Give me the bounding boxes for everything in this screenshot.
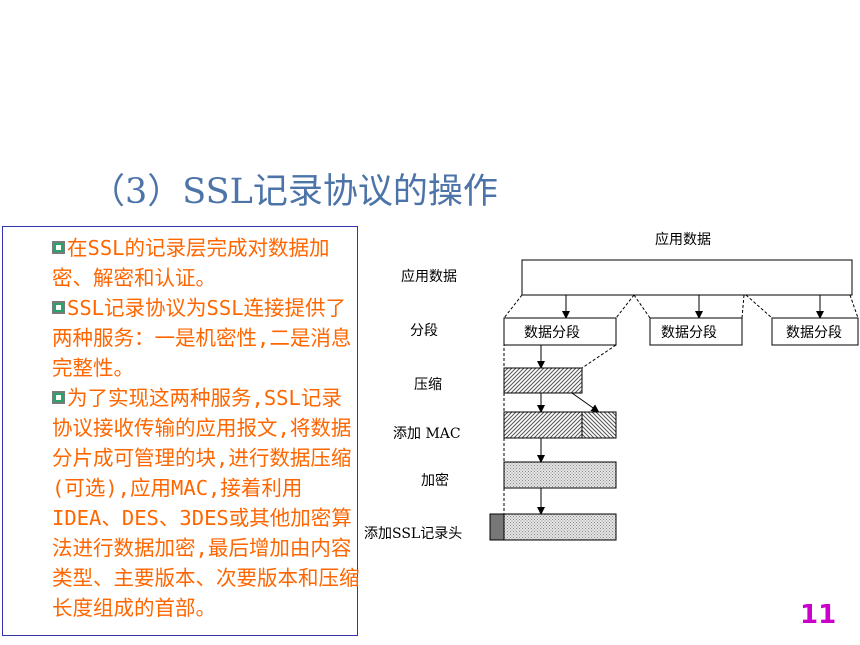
mac-data-block	[503, 411, 583, 439]
step-label-add-header: 添加SSL记录头	[364, 526, 462, 542]
square-bullet-icon	[52, 300, 65, 314]
bullet-list: 在SSL的记录层完成对数据加密、解密和认证。 SSL记录协议为SSL连接提供了两…	[52, 233, 362, 623]
fragment-arrows	[562, 295, 824, 319]
square-bullet-icon	[52, 390, 65, 404]
bullet-item-3: 为了实现这两种服务,SSL记录协议接收传输的应用报文,将数据分片成可管理的块,进…	[52, 383, 362, 623]
arrow-to-mac-tag	[571, 392, 600, 413]
step-label-compress: 压缩	[414, 377, 442, 393]
fragment-label-1: 数据分段	[524, 325, 580, 341]
page-number: 11	[800, 600, 837, 630]
step-label-app-data: 应用数据	[401, 268, 457, 285]
fragment-label-3: 数据分段	[786, 325, 842, 341]
compressed-block	[503, 367, 583, 394]
bullet-text-3: 为了实现这两种服务,SSL记录协议接收传输的应用报文,将数据分片成可管理的块,进…	[52, 386, 360, 620]
fragment-box-3	[771, 317, 859, 346]
mac-tag-block	[581, 411, 617, 439]
bullet-text-1: 在SSL的记录层完成对数据加密、解密和认证。	[52, 236, 330, 290]
bullet-text-2: SSL记录协议为SSL连接提供了两种服务：一是机密性,二是消息完整性。	[52, 296, 352, 380]
top-app-data-label: 应用数据	[655, 231, 711, 248]
fragment-label-2: 数据分段	[661, 325, 717, 341]
encrypted-block	[503, 461, 617, 489]
step-label-encrypt: 加密	[421, 472, 449, 489]
text-box-border	[2, 226, 358, 636]
app-data-box	[521, 259, 853, 296]
ssl-record-body-block	[503, 513, 617, 541]
bullet-item-2: SSL记录协议为SSL连接提供了两种服务：一是机密性,二是消息完整性。	[52, 293, 362, 383]
bullet-item-1: 在SSL的记录层完成对数据加密、解密和认证。	[52, 233, 362, 293]
slide-title: （3）SSL记录协议的操作	[90, 172, 498, 212]
fragment-box-2	[649, 317, 743, 346]
square-bullet-icon	[52, 240, 65, 254]
step-label-add-mac: 添加 MAC	[393, 426, 461, 442]
step-label-fragment: 分段	[410, 323, 438, 339]
fragment-box-1	[503, 317, 617, 346]
ssl-header-block	[489, 513, 505, 541]
